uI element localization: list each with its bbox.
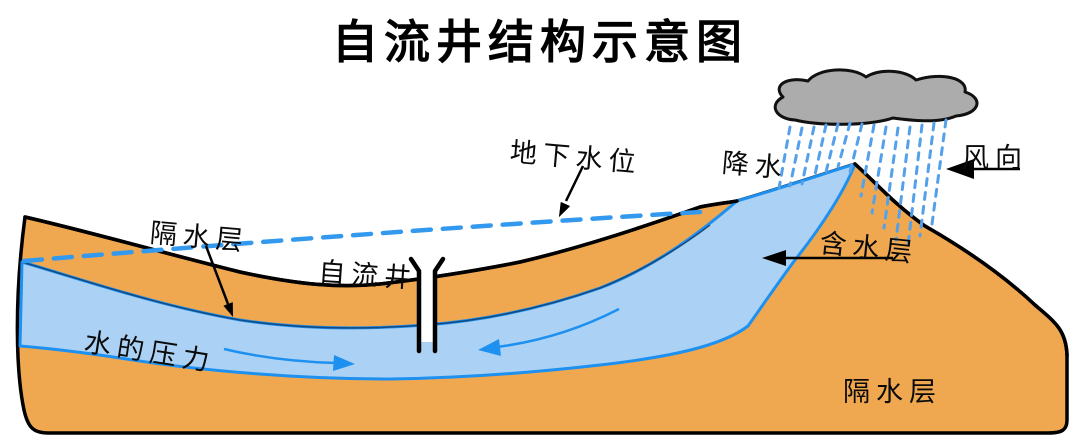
impermeable-upper-arrow <box>204 245 233 317</box>
water-table-dashed-line <box>21 209 703 264</box>
groundwater-level-arrow <box>559 165 585 217</box>
label-artesian-well: 自流井 <box>317 256 419 294</box>
water-flow-arrow-left <box>478 307 620 356</box>
water-flow-arrow-right <box>223 347 355 371</box>
right-hill-surface-line <box>853 162 1069 357</box>
rainfall-lines <box>777 118 948 248</box>
diagram-title: 自流井结构示意图 <box>332 16 748 68</box>
label-precipitation: 降水 <box>720 147 790 184</box>
aquifer-arrow <box>762 250 893 266</box>
wind-direction-arrow <box>946 159 1020 179</box>
label-wind-direction: 风向 <box>962 143 1028 173</box>
artesian-well-pipe <box>408 256 446 354</box>
aquifer-top-boundary <box>21 224 711 329</box>
label-impermeable-layer-lower: 隔水层 <box>843 377 942 407</box>
rain-cloud-icon <box>773 68 979 126</box>
